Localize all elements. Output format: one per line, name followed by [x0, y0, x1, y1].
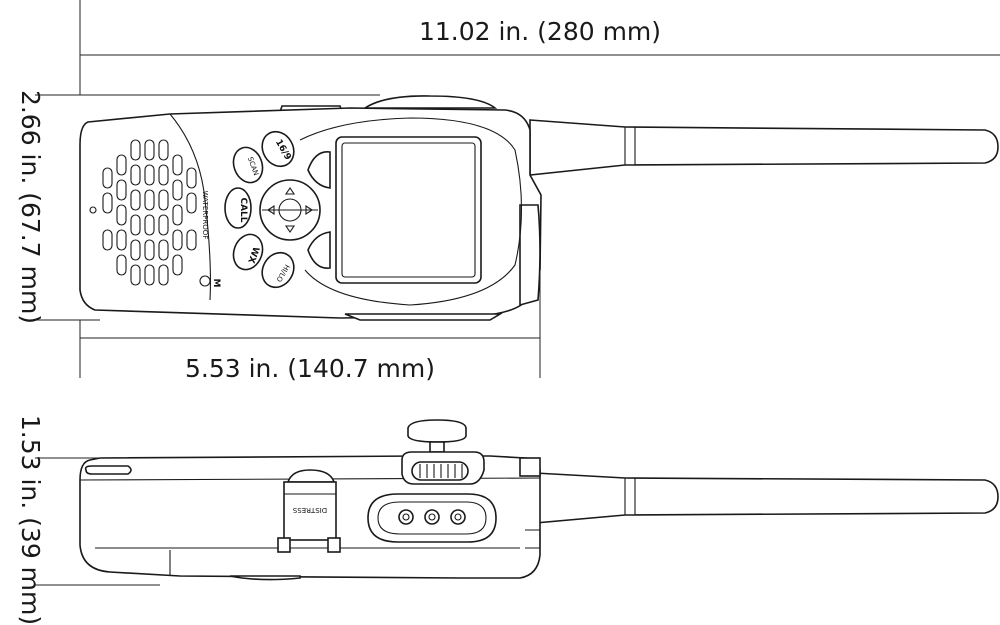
distress-button-cover[interactable]: DISTRESS: [277, 469, 341, 553]
dimension-depth-side: 1.53 in. (39 mm): [16, 415, 160, 625]
antenna-top: [529, 119, 999, 176]
mark-m: M: [211, 279, 221, 288]
arrow-up-icon: [284, 187, 296, 195]
volume-knob[interactable]: [407, 419, 467, 453]
antenna-side: [534, 472, 999, 524]
body-length-label: 5.53 in. (140.7 mm): [185, 354, 435, 383]
soft-key-upper[interactable]: [307, 151, 331, 189]
dimension-height-front: 2.66 in. (67.7 mm): [16, 90, 380, 324]
dimension-total-length: 11.02 in. (280 mm): [79, 0, 1000, 95]
side-roller[interactable]: [401, 451, 485, 485]
waterproof-label: WATERPROOF: [201, 191, 209, 239]
height-front-label: 2.66 in. (67.7 mm): [16, 90, 45, 324]
direction-pad[interactable]: [259, 179, 321, 241]
total-length-label: 11.02 in. (280 mm): [419, 17, 661, 46]
radio-side-view: DISTRESS: [79, 419, 999, 581]
radio-top-view: WATERPROOF M 16/9 SCAN CALL WX HI/LO: [79, 95, 999, 321]
depth-side-label: 1.53 in. (39 mm): [16, 415, 45, 625]
key-wx[interactable]: WX: [229, 230, 268, 273]
key-hi-lo[interactable]: HI/LO: [256, 247, 300, 293]
soft-key-lower[interactable]: [307, 231, 331, 269]
arrow-left-icon: [267, 204, 275, 216]
key-scan[interactable]: SCAN: [229, 143, 268, 186]
arrow-right-icon: [305, 204, 313, 216]
speaker-grill: [89, 139, 197, 286]
lcd-display: [335, 136, 482, 284]
key-call[interactable]: CALL: [224, 187, 252, 229]
distress-label: DISTRESS: [292, 506, 327, 514]
key-16-9[interactable]: 16/9: [256, 126, 300, 172]
accessory-jack-panel: [367, 493, 497, 543]
dimension-body-length: 5.53 in. (140.7 mm): [79, 200, 541, 383]
arrow-down-icon: [284, 225, 296, 233]
key-call-label: CALL: [238, 197, 248, 222]
